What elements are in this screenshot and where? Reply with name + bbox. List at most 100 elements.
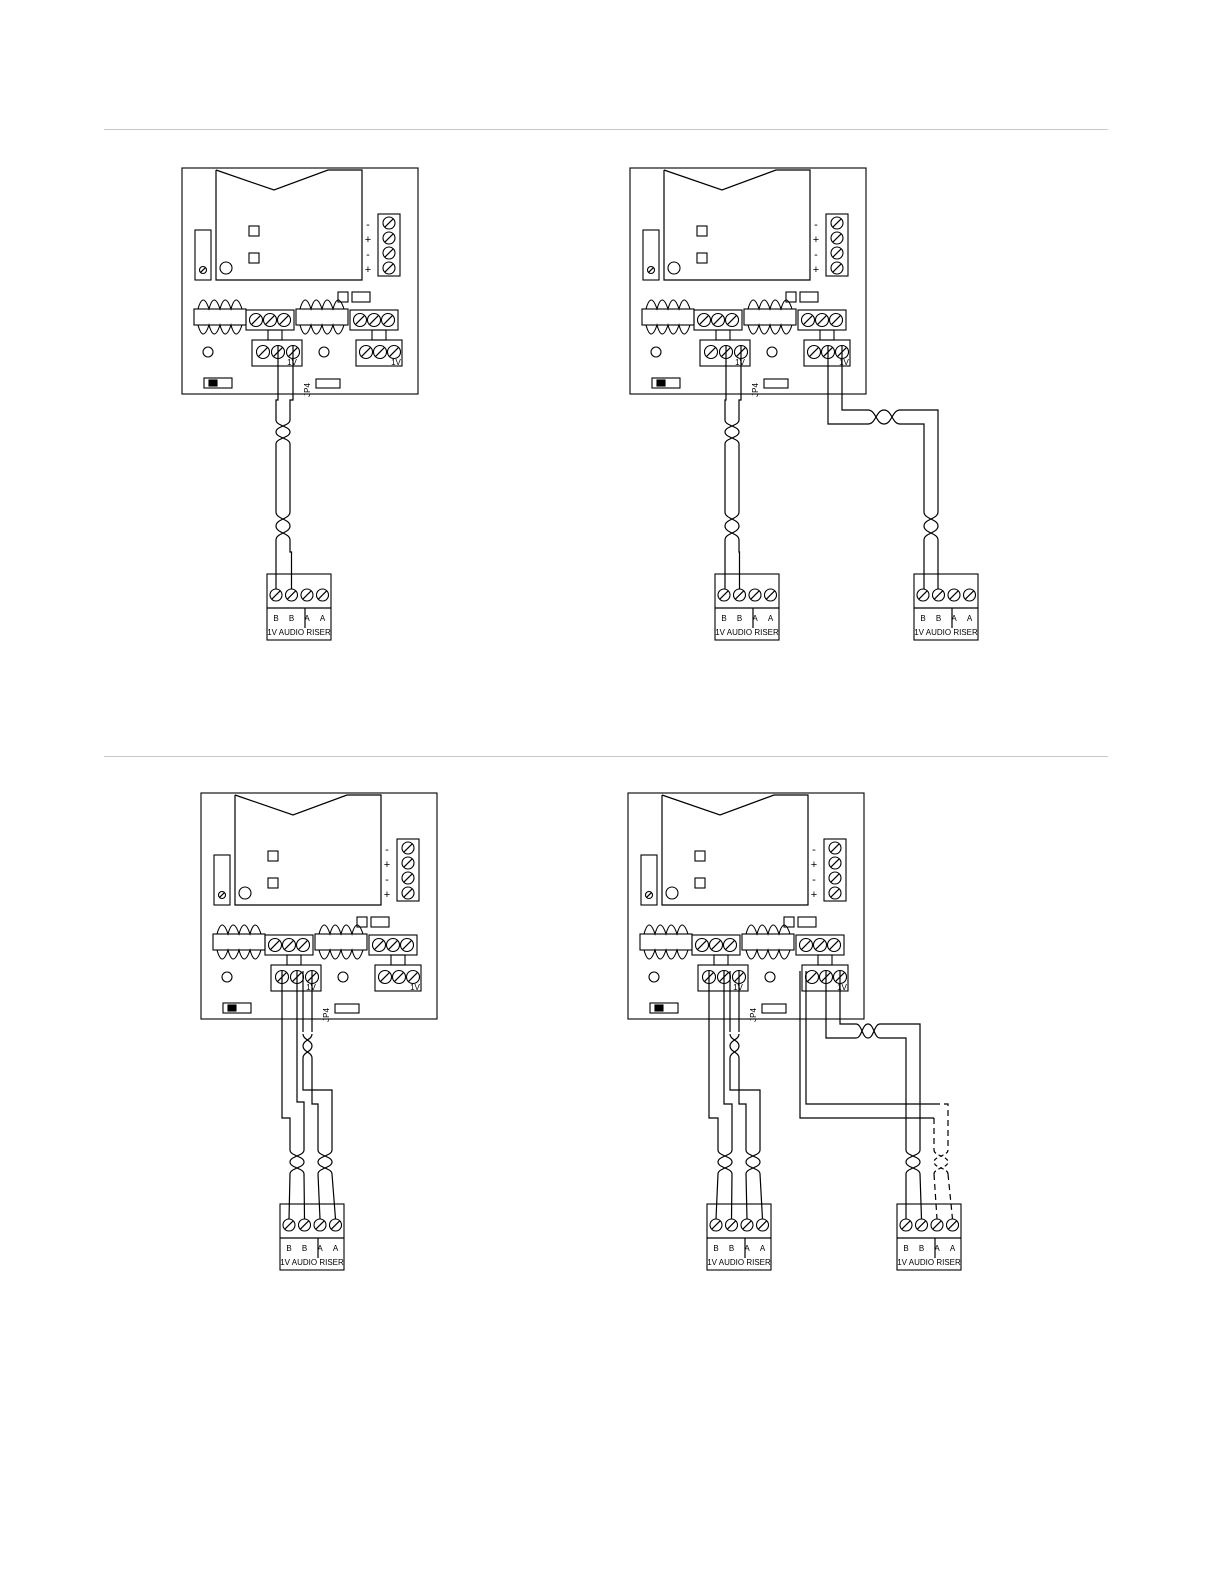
screw-slot-icon <box>831 859 839 867</box>
dip-switch-knob-icon <box>657 380 665 386</box>
jumper-label: JP4 <box>322 1008 331 1022</box>
wire <box>880 1024 920 1150</box>
screw-slot-icon <box>833 234 841 242</box>
indicator-square-icon <box>695 851 705 861</box>
board-terminal-label: 1V <box>839 358 849 367</box>
panel-board-outline <box>630 168 866 394</box>
slot-icon <box>214 855 230 905</box>
screw-slot-icon <box>383 315 392 324</box>
wire <box>276 346 278 420</box>
wire <box>739 540 740 589</box>
wire <box>304 1174 305 1219</box>
terminal-bridge-icon <box>268 330 282 340</box>
jumper-header-icon <box>316 379 340 388</box>
screw-slot-icon <box>735 591 743 599</box>
screw-slot-icon <box>408 972 417 981</box>
terminal-pin-label: A <box>752 614 758 623</box>
mount-hole-icon <box>239 887 251 899</box>
board-terminal-label: 1V <box>837 983 847 992</box>
wire <box>900 424 924 512</box>
terminal-pin-label: B <box>936 614 941 623</box>
screw-slot-icon <box>220 893 225 898</box>
transformer-coil-icon <box>746 950 790 959</box>
jumper-header-icon <box>764 379 788 388</box>
wire <box>900 410 938 512</box>
module-outline <box>216 170 362 280</box>
wire <box>724 971 732 1150</box>
transformer-core-icon <box>742 934 794 950</box>
screw-slot-icon <box>803 315 812 324</box>
panel-board-outline <box>628 793 864 1019</box>
polarity-label: + <box>811 859 817 871</box>
mount-hole-icon <box>220 262 232 274</box>
screw-slot-icon <box>711 940 720 949</box>
screw-slot-icon <box>385 234 393 242</box>
terminal-pin-label: B <box>920 614 925 623</box>
transformer-core-icon <box>642 309 694 325</box>
polarity-label: + <box>384 889 390 901</box>
terminal-caption-label: 1V AUDIO RISER <box>715 628 779 637</box>
mount-hole-icon <box>203 347 213 357</box>
screw-slot-icon <box>279 315 288 324</box>
screw-slot-icon <box>404 874 412 882</box>
jumper-block-icon <box>352 292 370 302</box>
screw-slot-icon <box>287 591 295 599</box>
terminal-pin-label: B <box>713 1244 718 1253</box>
polarity-label: - <box>366 219 370 231</box>
screw-slot-icon <box>389 347 398 356</box>
screw-slot-icon <box>833 249 841 257</box>
screw-slot-icon <box>385 249 393 257</box>
transformer-core-icon <box>296 309 348 325</box>
optional-twisted-pair-icon <box>934 1150 948 1174</box>
screw-slot-icon <box>758 1221 766 1229</box>
screw-slot-icon <box>361 347 370 356</box>
transformer-core-icon <box>194 309 246 325</box>
jumper-block-icon <box>800 292 818 302</box>
screw-slot-icon <box>706 347 715 356</box>
screw-slot-icon <box>902 1221 910 1229</box>
dip-switch-icon <box>223 1003 251 1013</box>
polarity-label: + <box>365 234 371 246</box>
screw-slot-icon <box>712 1221 720 1229</box>
terminal-pin-label: A <box>967 614 973 623</box>
wire <box>312 1058 318 1150</box>
terminal-pin-label: A <box>320 614 326 623</box>
optional-twisted-pair-icon <box>934 1150 948 1174</box>
transformer-coil-icon <box>217 950 261 959</box>
indicator-square-icon <box>249 226 259 236</box>
optional-wire <box>934 1104 948 1150</box>
polarity-label: + <box>384 859 390 871</box>
screw-slot-icon <box>933 1221 941 1229</box>
board-terminal-label: 1V <box>733 983 743 992</box>
dip-switch-icon <box>650 1003 678 1013</box>
mount-hole-icon <box>338 972 348 982</box>
screw-slot-icon <box>402 940 411 949</box>
polarity-label: - <box>366 249 370 261</box>
jumper-block-icon <box>798 917 816 927</box>
slot-icon <box>195 230 211 280</box>
screw-slot-icon <box>285 1221 293 1229</box>
polarity-label: - <box>385 844 389 856</box>
transformer-core-icon <box>744 309 796 325</box>
terminal-caption-label: 1V AUDIO RISER <box>707 1258 771 1267</box>
screw-slot-icon <box>815 940 824 949</box>
screw-slot-icon <box>300 1221 308 1229</box>
screw-slot-icon <box>713 315 722 324</box>
diagram-top-left: -+-+1V1VJP4BBAA1V AUDIO RISER <box>182 168 418 640</box>
wire <box>282 971 290 1150</box>
polarity-label: - <box>812 874 816 886</box>
panel-board-outline <box>182 168 418 394</box>
screw-slot-icon <box>950 591 958 599</box>
terminal-bridge-icon <box>287 955 301 965</box>
screw-slot-icon <box>727 1221 735 1229</box>
screw-slot-icon <box>699 315 708 324</box>
screw-slot-icon <box>251 315 260 324</box>
terminal-caption-label: 1V AUDIO RISER <box>267 628 331 637</box>
optional-wire <box>934 1174 937 1219</box>
terminal-pin-label: B <box>729 1244 734 1253</box>
mount-hole-icon <box>651 347 661 357</box>
board-terminal-label: 1V <box>287 358 297 367</box>
wire <box>842 346 868 410</box>
terminal-pin-label: A <box>317 1244 323 1253</box>
